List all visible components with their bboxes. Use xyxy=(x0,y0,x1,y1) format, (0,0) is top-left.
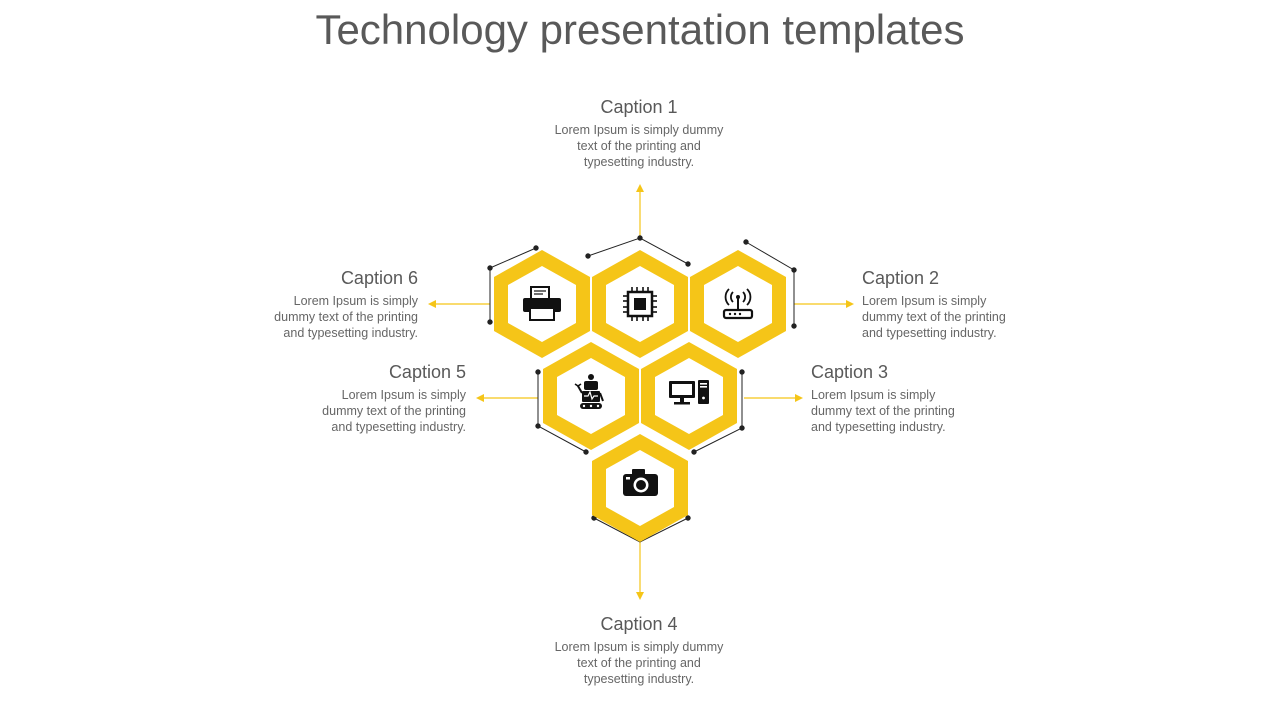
caption-1-body: Lorem Ipsum is simply dummy text of the … xyxy=(554,123,724,169)
caption-1: Caption 1 Lorem Ipsum is simply dummy te… xyxy=(554,97,724,170)
caption-2: Caption 2 Lorem Ipsum is simply dummy te… xyxy=(862,268,1022,341)
camera-icon xyxy=(623,469,658,496)
caption-4: Caption 4 Lorem Ipsum is simply dummy te… xyxy=(554,614,724,687)
caption-2-heading: Caption 2 xyxy=(862,268,940,288)
caption-6-heading: Caption 6 xyxy=(340,268,418,288)
caption-4-heading: Caption 4 xyxy=(600,614,678,634)
printer-icon xyxy=(523,286,561,321)
caption-3: Caption 3 Lorem Ipsum is simply dummy te… xyxy=(811,362,971,435)
robot-icon xyxy=(574,374,604,409)
caption-5: Caption 5 Lorem Ipsum is simply dummy te… xyxy=(306,362,466,435)
slide-title: Technology presentation templates xyxy=(315,6,965,53)
caption-6: Caption 6 Lorem Ipsum is simply dummy te… xyxy=(258,268,418,341)
desktop-computer-icon xyxy=(669,380,709,405)
caption-5-heading: Caption 5 xyxy=(388,362,466,382)
caption-1-heading: Caption 1 xyxy=(600,97,678,117)
caption-4-body: Lorem Ipsum is simply dummy text of the … xyxy=(554,640,724,686)
caption-6-body: Lorem Ipsum is simply dummy text of the … xyxy=(274,294,418,340)
caption-5-body: Lorem Ipsum is simply dummy text of the … xyxy=(322,388,466,434)
bracket-lines xyxy=(487,235,797,543)
caption-2-body: Lorem Ipsum is simply dummy text of the … xyxy=(862,294,1006,340)
caption-3-heading: Caption 3 xyxy=(811,362,889,382)
arrow-connectors xyxy=(428,184,854,600)
caption-3-body: Lorem Ipsum is simply dummy text of the … xyxy=(811,388,955,434)
chip-icon xyxy=(623,287,657,321)
router-icon xyxy=(722,288,754,320)
